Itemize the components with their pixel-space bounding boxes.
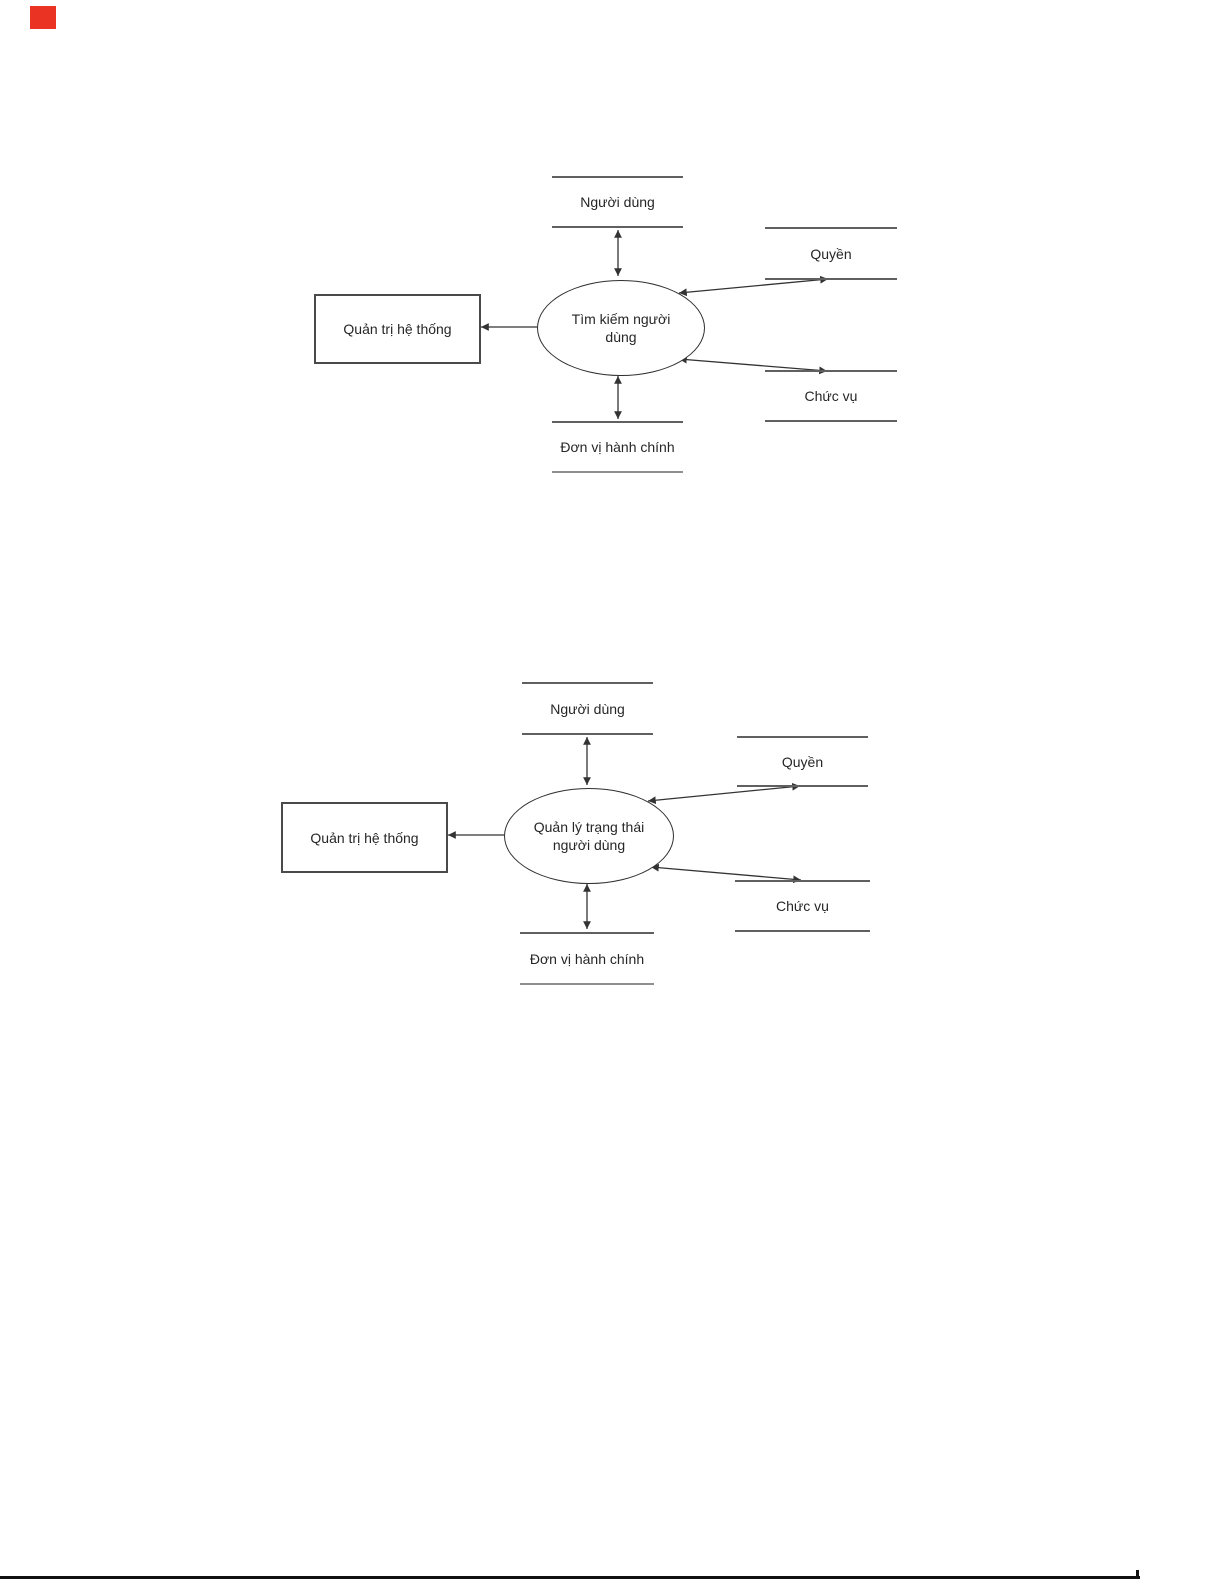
d2-process-quan-ly-trang-thai: Quản lý trạng thái người dùng bbox=[504, 788, 674, 884]
d1-process-tim-kiem-nguoi-dung: Tìm kiếm người dùng bbox=[537, 280, 705, 376]
bottom-rule bbox=[0, 1576, 1140, 1579]
store-label: Chức vụ bbox=[776, 898, 829, 914]
d1-datastore-don-vi-hanh-chinh: Đơn vị hành chính bbox=[552, 421, 683, 473]
d2-datastore-quyen: Quyền bbox=[737, 736, 868, 787]
process-label-line1: Quản lý trạng thái bbox=[533, 819, 645, 835]
d2-datastore-nguoi-dung: Người dùng bbox=[522, 682, 653, 735]
store-line bbox=[735, 880, 870, 882]
store-line bbox=[552, 226, 683, 228]
d2-flow-quyen bbox=[647, 782, 801, 805]
d1-datastore-nguoi-dung: Người dùng bbox=[552, 176, 683, 228]
entity-label: Quản trị hệ thống bbox=[343, 321, 452, 337]
d1-flow-quyen bbox=[678, 275, 829, 297]
d2-flow-chucvu bbox=[650, 863, 802, 884]
store-line bbox=[765, 278, 897, 280]
store-label: Người dùng bbox=[580, 194, 655, 210]
d1-datastore-chuc-vu: Chức vụ bbox=[765, 370, 897, 422]
store-line bbox=[522, 733, 653, 735]
process-label-line2: dùng bbox=[605, 329, 637, 345]
store-line bbox=[552, 471, 683, 473]
store-label: Đơn vị hành chính bbox=[529, 950, 645, 967]
store-line bbox=[737, 736, 868, 738]
store-line bbox=[520, 983, 654, 985]
d2-datastore-chuc-vu: Chức vụ bbox=[735, 880, 870, 932]
bottom-rule-end-tick bbox=[1136, 1570, 1139, 1579]
red-marker-square bbox=[30, 6, 56, 29]
store-line bbox=[765, 420, 897, 422]
store-line bbox=[520, 932, 654, 934]
store-line bbox=[765, 227, 897, 229]
process-label-line1: Tìm kiếm người bbox=[571, 311, 671, 327]
store-line bbox=[552, 421, 683, 423]
store-line bbox=[552, 176, 683, 178]
store-line bbox=[522, 682, 653, 684]
store-label: Đơn vị hành chính bbox=[560, 439, 675, 455]
d2-datastore-don-vi-hanh-chinh: Đơn vị hành chính bbox=[520, 932, 654, 985]
d2-entity-quan-tri-he-thong: Quản trị hệ thống bbox=[281, 802, 448, 873]
store-label: Quyền bbox=[810, 245, 852, 262]
store-label: Người dùng bbox=[550, 700, 625, 717]
store-label: Quyền bbox=[781, 753, 824, 770]
store-line bbox=[737, 785, 868, 787]
d1-entity-quan-tri-he-thong: Quản trị hệ thống bbox=[314, 294, 481, 364]
process-label-line2: người dùng bbox=[552, 837, 626, 853]
store-line bbox=[765, 370, 897, 372]
store-label: Chức vụ bbox=[804, 388, 858, 404]
d1-datastore-quyen: Quyền bbox=[765, 227, 897, 280]
entity-label: Quản trị hệ thống bbox=[310, 829, 419, 846]
store-line bbox=[735, 930, 870, 932]
